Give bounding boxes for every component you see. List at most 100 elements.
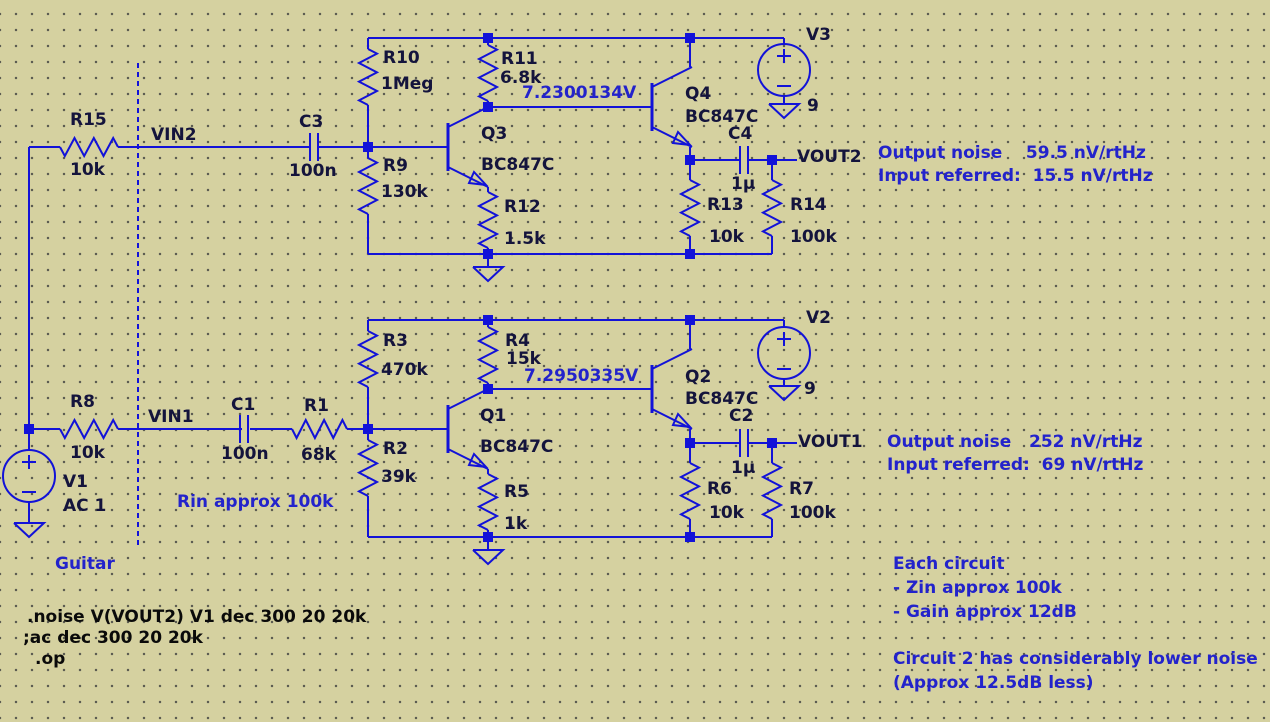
comment-output-noise-circuit2[interactable]: Output noise 59.5 nV/rtHz	[878, 143, 1146, 163]
net-label-vout1[interactable]: VOUT1	[798, 432, 863, 452]
label-R4-value[interactable]: 15k	[506, 349, 541, 369]
label-V2-value[interactable]: 9	[804, 379, 816, 399]
resistor-R6-symbol[interactable]	[678, 462, 702, 520]
label-Q4-ref[interactable]: Q4	[685, 84, 712, 104]
comment-guitar[interactable]: Guitar	[55, 554, 115, 574]
resistor-R4-symbol[interactable]	[476, 326, 500, 384]
label-R4-ref[interactable]: R4	[505, 331, 530, 351]
ground-symbol[interactable]	[768, 385, 802, 402]
label-R1-value[interactable]: 68k	[301, 445, 336, 465]
resistor-R14-symbol[interactable]	[760, 179, 784, 237]
label-C1-value[interactable]: 100n	[221, 444, 269, 464]
resistor-R5-symbol[interactable]	[476, 473, 500, 531]
resistor-R1-symbol[interactable]	[291, 417, 348, 441]
label-C4-ref[interactable]: C4	[728, 124, 753, 144]
resistor-R15-symbol[interactable]	[59, 135, 119, 159]
resistor-R9-symbol[interactable]	[356, 157, 380, 215]
comment-output-noise-circuit1[interactable]: Output noise 252 nV/rtHz	[887, 432, 1143, 452]
transistor-Q4-symbol[interactable]	[651, 66, 693, 88]
voltage-source-V2-symbol[interactable]	[757, 326, 811, 380]
net-label-vin2[interactable]: VIN2	[151, 125, 197, 145]
comment-gain[interactable]: - Gain approx 12dB	[893, 602, 1077, 622]
label-C2-ref[interactable]: C2	[729, 406, 754, 426]
label-R14-ref[interactable]: R14	[790, 195, 827, 215]
label-R9-ref[interactable]: R9	[383, 156, 408, 176]
label-R7-ref[interactable]: R7	[789, 479, 814, 499]
label-R5-value[interactable]: 1k	[504, 514, 528, 534]
label-R15-value[interactable]: 10k	[70, 160, 105, 180]
label-Q1-value[interactable]: BC847C	[480, 437, 554, 457]
label-R9-value[interactable]: 130k	[381, 182, 428, 202]
label-R14-value[interactable]: 100k	[790, 227, 837, 247]
resistor-R2-symbol[interactable]	[356, 439, 380, 497]
resistor-R11-symbol[interactable]	[476, 44, 500, 102]
directive-ac[interactable]: ;ac dec 300 20 20k	[23, 628, 203, 648]
ground-symbol[interactable]	[472, 266, 506, 283]
label-R13-value[interactable]: 10k	[709, 227, 744, 247]
label-C1-ref[interactable]: C1	[231, 395, 256, 415]
label-Q3-ref[interactable]: Q3	[481, 124, 508, 144]
label-R10-value[interactable]: 1Meg	[381, 74, 434, 94]
label-Q4-value[interactable]: BC847C	[685, 107, 759, 127]
label-C2-value[interactable]: 1µ	[731, 458, 756, 478]
label-R5-ref[interactable]: R5	[504, 482, 529, 502]
comment-rin[interactable]: Rin approx 100k	[177, 492, 334, 512]
label-R12-ref[interactable]: R12	[504, 197, 541, 217]
resistor-R10-symbol[interactable]	[356, 48, 380, 106]
label-R1-ref[interactable]: R1	[304, 396, 329, 416]
label-R3-ref[interactable]: R3	[383, 331, 408, 351]
resistor-R13-symbol[interactable]	[678, 179, 702, 237]
label-V1-ref[interactable]: V1	[63, 472, 88, 492]
resistor-R8-symbol[interactable]	[59, 417, 119, 441]
label-V3-ref[interactable]: V3	[806, 25, 831, 45]
comment-input-referred-circuit2[interactable]: Input referred: 15.5 nV/rtHz	[878, 166, 1153, 186]
resistor-R3-symbol[interactable]	[356, 330, 380, 388]
directive-noise[interactable]: .noise V(VOUT2) V1 dec 300 20 20k	[27, 607, 367, 627]
label-Q3-value[interactable]: BC847C	[481, 155, 555, 175]
label-C3-value[interactable]: 100n	[289, 161, 337, 181]
label-Q2-ref[interactable]: Q2	[685, 367, 712, 387]
label-Q2-value[interactable]: BC847C	[685, 389, 759, 409]
ground-symbol[interactable]	[472, 549, 506, 566]
resistor-R12-symbol[interactable]	[476, 191, 500, 249]
ground-symbol[interactable]	[13, 522, 47, 539]
label-V2-ref[interactable]: V2	[806, 308, 831, 328]
label-C3-ref[interactable]: C3	[299, 112, 324, 132]
comment-each-circuit[interactable]: Each circuit	[893, 554, 1005, 574]
label-R11-ref[interactable]: R11	[501, 49, 538, 69]
label-V1-value[interactable]: AC 1	[63, 496, 107, 516]
transistor-Q1-symbol[interactable]	[447, 388, 489, 410]
comment-conclusion-2[interactable]: (Approx 12.5dB less)	[893, 673, 1094, 693]
voltage-source-V3-symbol[interactable]	[757, 43, 811, 97]
label-R12-value[interactable]: 1.5k	[504, 229, 546, 249]
label-R10-ref[interactable]: R10	[383, 48, 420, 68]
comment-input-referred-circuit1[interactable]: Input referred: 69 nV/rtHz	[887, 455, 1144, 475]
label-R6-value[interactable]: 10k	[709, 503, 744, 523]
label-R3-value[interactable]: 470k	[381, 360, 428, 380]
label-C4-value[interactable]: 1µ	[731, 174, 756, 194]
label-R6-ref[interactable]: R6	[707, 479, 732, 499]
directive-op[interactable]: .op	[35, 649, 66, 669]
resistor-R7-symbol[interactable]	[760, 462, 784, 520]
comment-conclusion-1[interactable]: Circuit 2 has considerably lower noise	[893, 649, 1258, 669]
label-R8-ref[interactable]: R8	[70, 392, 95, 412]
transistor-Q3-symbol[interactable]	[447, 106, 489, 128]
label-R8-value[interactable]: 10k	[70, 443, 105, 463]
comment-zin[interactable]: - Zin approx 100k	[893, 578, 1062, 598]
label-R11-value[interactable]: 6.8k	[500, 68, 542, 88]
label-V3-value[interactable]: 9	[807, 96, 819, 116]
ground-symbol[interactable]	[768, 103, 802, 120]
label-R2-ref[interactable]: R2	[383, 439, 408, 459]
label-R2-value[interactable]: 39k	[381, 467, 416, 487]
label-R7-value[interactable]: 100k	[789, 503, 836, 523]
op-voltage-annotation-q1[interactable]: 7.2950335V	[524, 366, 639, 386]
label-Q1-ref[interactable]: Q1	[480, 406, 507, 426]
op-voltage-annotation-q3[interactable]: 7.2300134V	[522, 83, 637, 103]
voltage-source-V1-symbol[interactable]	[2, 449, 56, 503]
transistor-Q2-symbol[interactable]	[651, 348, 693, 370]
net-label-vout2[interactable]: VOUT2	[797, 147, 862, 167]
label-R15-ref[interactable]: R15	[70, 110, 107, 130]
label-R13-ref[interactable]: R13	[707, 195, 744, 215]
net-label-vin1[interactable]: VIN1	[148, 407, 194, 427]
